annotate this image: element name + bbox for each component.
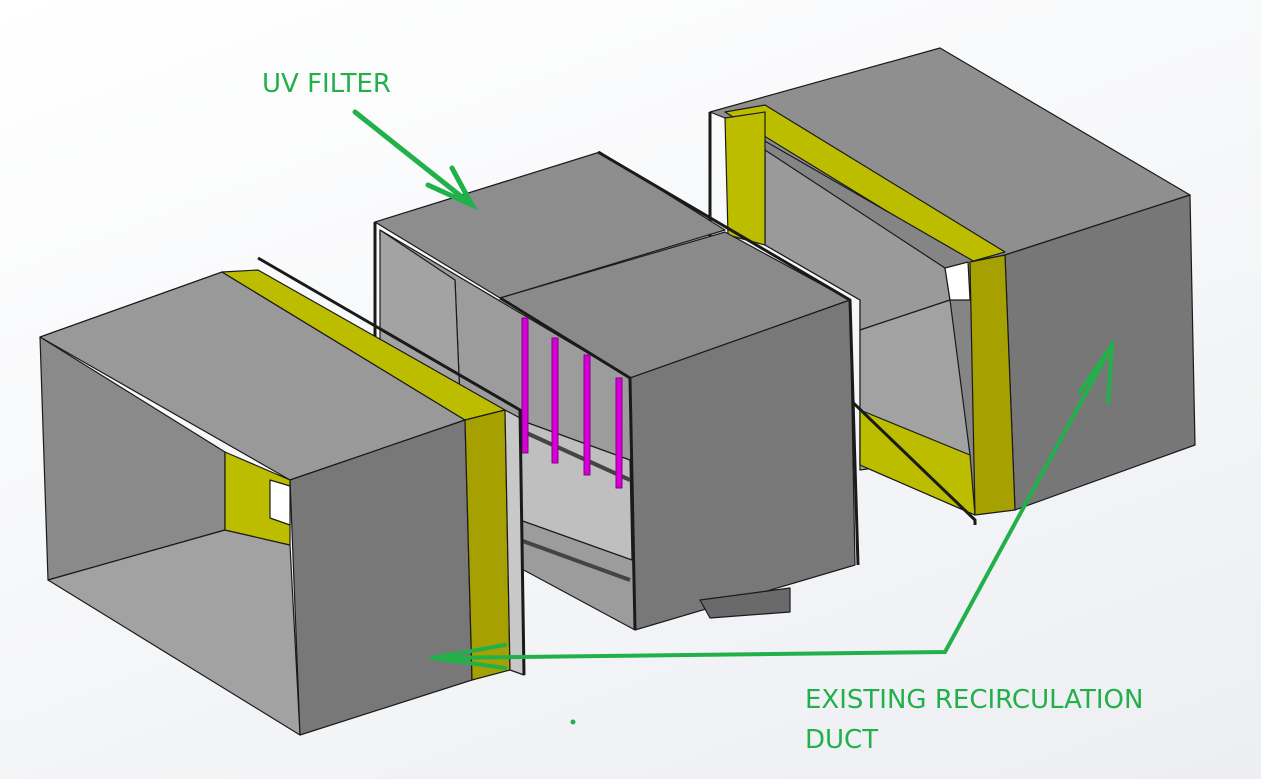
uv-lamp (615, 377, 623, 489)
existing-duct-label-line1: EXISTING RECIRCULATION (805, 685, 1144, 715)
uv-lamp (583, 354, 591, 476)
existing-duct-arrow (430, 337, 1115, 670)
left-existing-duct (39, 256, 526, 736)
uv-filter-label: UV FILTER (262, 69, 391, 99)
uv-filter-unit (373, 150, 860, 631)
existing-duct-label-line2: DUCT (805, 725, 879, 755)
stray-dot (570, 719, 576, 725)
uv-filter-arrow (352, 109, 478, 211)
uv-lamp (551, 337, 559, 464)
right-existing-duct (708, 47, 1196, 525)
uv-lamp (521, 317, 529, 454)
uv-lamps (521, 317, 623, 489)
